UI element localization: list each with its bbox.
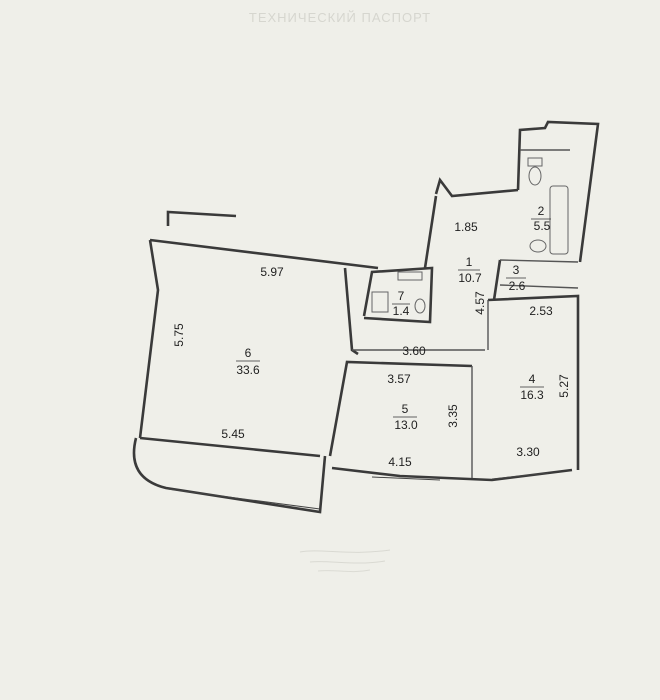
dimension-label: 5.97 xyxy=(260,265,284,279)
wall-balcony xyxy=(132,437,327,514)
wall-6-top xyxy=(149,238,379,270)
room-number: 1 xyxy=(466,255,473,269)
dimension-label: 5.27 xyxy=(557,374,571,398)
dimension-label: 4.15 xyxy=(388,455,412,469)
sink-icon xyxy=(529,239,547,253)
dimension-label: 3.57 xyxy=(387,372,411,386)
wall-3-4 xyxy=(499,284,579,289)
walls xyxy=(132,120,600,514)
toilet-icon xyxy=(528,166,542,186)
dimension-label: 5.45 xyxy=(221,427,245,441)
room-area: 2.6 xyxy=(509,279,526,293)
dimension-label: 2.53 xyxy=(529,304,553,318)
dimensions: 5.97 5.75 5.45 1.85 4.57 2.53 3.60 3.57 … xyxy=(172,220,571,469)
room-area: 1.4 xyxy=(393,304,410,318)
room-area: 13.0 xyxy=(394,418,418,432)
room-number: 4 xyxy=(529,372,536,386)
wall-bath-bottom xyxy=(499,259,579,263)
dimension-label: 3.60 xyxy=(402,344,426,358)
toilet-tank-icon xyxy=(527,157,543,167)
shower-icon xyxy=(371,291,389,313)
wall-6-left xyxy=(138,239,160,439)
window-room-5 xyxy=(371,476,441,481)
dimension-label: 4.57 xyxy=(473,291,487,315)
wall-corridor-left xyxy=(423,195,438,269)
dimension-label: 3.30 xyxy=(516,445,540,459)
room-area: 10.7 xyxy=(458,271,482,285)
bathtub-icon xyxy=(549,185,569,255)
wall-6-right xyxy=(343,267,359,356)
wall-room-7 xyxy=(362,266,434,324)
wall-corridor-top xyxy=(434,177,519,198)
balcony-window xyxy=(167,488,321,510)
room-area: 33.6 xyxy=(236,363,260,377)
dimension-label: 3.35 xyxy=(446,404,460,428)
dimension-label: 1.85 xyxy=(454,220,478,234)
wall-room-4 xyxy=(487,294,580,470)
wall-6-top-stub xyxy=(166,210,237,226)
room-area: 5.5 xyxy=(534,219,551,233)
wall-5-outline xyxy=(328,360,473,457)
room-number: 7 xyxy=(398,289,405,303)
room-number: 6 xyxy=(245,346,252,360)
header-text: ТЕХНИЧЕСКИЙ ПАСПОРТ xyxy=(249,10,431,25)
wall-bathroom xyxy=(516,120,600,263)
stamp-mark xyxy=(299,549,391,573)
room-area: 16.3 xyxy=(520,388,544,402)
wall-corridor-right xyxy=(492,259,502,301)
toilet-small-icon xyxy=(414,298,426,314)
room-labels: 1 10.7 2 5.5 3 2.6 4 16.3 5 13.0 6 33.6 … xyxy=(236,204,551,432)
fixtures xyxy=(371,157,569,314)
room-number: 3 xyxy=(513,263,520,277)
dimension-label: 5.75 xyxy=(172,323,186,347)
room-number: 5 xyxy=(402,402,409,416)
room-number: 2 xyxy=(538,204,545,218)
utility-icon xyxy=(397,271,423,281)
window-room-4 xyxy=(491,472,549,480)
wall-6-balcony-line xyxy=(139,436,321,458)
